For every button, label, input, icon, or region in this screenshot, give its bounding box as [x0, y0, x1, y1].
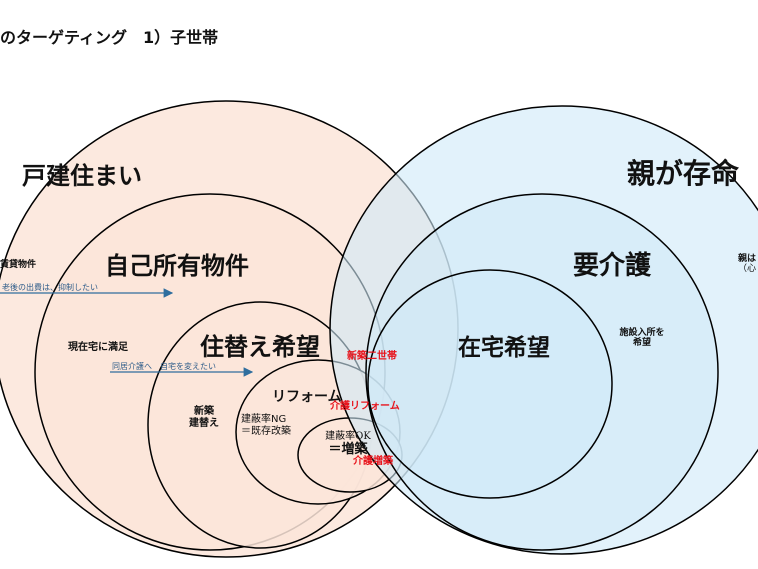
label-expansion-line2: ＝増築 — [328, 441, 368, 457]
label-reform: リフォーム — [272, 389, 342, 405]
label-expansion-line1: 建蔽率OK — [325, 431, 371, 442]
note-ng-line2: ＝既存改築 — [241, 425, 291, 437]
note-satisfied-arrow: 同居介護へ 自宅を変えたい — [112, 362, 216, 371]
circle-home-care — [367, 269, 613, 499]
label-expansion: 建蔽率OK ＝増築 — [318, 431, 378, 457]
note-rental: 賃貸物件 — [0, 260, 37, 270]
label-nursing-care: 要介護 — [573, 251, 652, 281]
label-own-property: 自己所有物件 — [105, 251, 249, 280]
note-newbuild: 新築 建替え — [180, 406, 228, 429]
note-rental-arrow: 老後の出費は、抑制したい — [2, 283, 98, 292]
note-facility-line2: 希望 — [632, 338, 651, 349]
note-facility-line1: 施設入所を — [619, 328, 665, 338]
label-relocation: 住替え希望 — [200, 332, 320, 361]
overlap-care-expansion: 介護増築 — [353, 456, 393, 467]
note-ng-line1: 建蔽率NG — [241, 414, 287, 425]
overlap-two-generation: 新築二世帯 — [347, 351, 397, 362]
label-home-care: 在宅希望 — [458, 334, 550, 361]
label-detached-house: 戸建住まい — [22, 161, 142, 190]
note-satisfied: 現在宅に満足 — [68, 342, 128, 353]
note-newbuild-line1: 新築 — [194, 406, 214, 417]
note-facility: 施設入所を 希望 — [612, 328, 672, 349]
label-edge-right: 親は （心 — [738, 254, 756, 275]
label-edge-right-line1: 親は — [738, 254, 757, 264]
overlap-care-reform: 介護リフォーム — [330, 401, 400, 412]
label-edge-right-line2: （心 — [738, 264, 757, 275]
label-parent-alive: 親が存命 — [627, 157, 740, 190]
page-title: のターゲティング 1）子世帯 — [0, 28, 219, 47]
note-newbuild-line2: 建替え — [189, 417, 219, 429]
circle-nursing-care — [365, 193, 719, 551]
note-ng: 建蔽率NG ＝既存改築 — [241, 414, 291, 437]
